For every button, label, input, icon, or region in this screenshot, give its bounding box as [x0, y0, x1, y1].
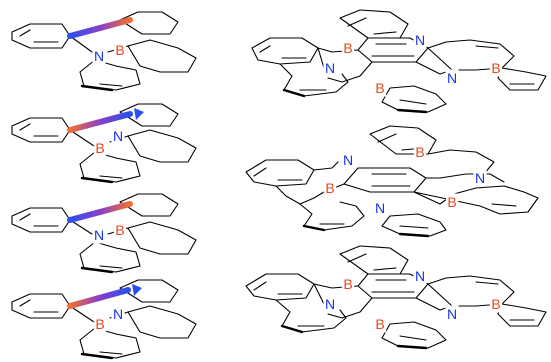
nitrogen-label: N	[415, 32, 425, 48]
atom-label-mask	[413, 143, 427, 161]
atom-label-mask	[373, 199, 387, 217]
nitrogen-label: N	[113, 128, 123, 144]
transfer-arrow-2	[67, 111, 133, 133]
boron-label: B	[325, 180, 334, 196]
atom-label-mask	[92, 226, 106, 244]
atom-label-mask	[373, 315, 387, 333]
transfer-arrowhead-4	[132, 284, 142, 296]
fragment-3: N B	[11, 193, 197, 274]
atom-label-mask	[93, 315, 107, 333]
atom-label-mask	[113, 221, 127, 239]
fused-molecule-1: B N N B N B	[251, 9, 547, 114]
boron-label: B	[115, 42, 124, 58]
nitrogen-label: N	[343, 152, 353, 168]
atom-label-mask	[413, 31, 427, 49]
atom-label-mask	[373, 79, 387, 97]
boron-label: B	[343, 276, 352, 292]
atom-label-mask	[323, 59, 337, 77]
boron-label: B	[115, 222, 124, 238]
nitrogen-label: N	[375, 200, 385, 216]
atom-label-mask	[323, 295, 337, 313]
transfer-arrow-4	[67, 287, 131, 309]
boron-label: B	[95, 140, 104, 156]
boron-label: B	[375, 316, 384, 332]
boron-label: B	[375, 80, 384, 96]
boron-label: B	[491, 296, 500, 312]
transfer-arrow-3	[67, 201, 133, 223]
atom-label-mask	[489, 59, 503, 77]
nitrogen-label: N	[325, 60, 335, 76]
nitrogen-label: N	[447, 70, 457, 86]
atom-label-mask	[111, 127, 125, 145]
atom-label-mask	[323, 179, 337, 197]
atom-label-mask	[93, 139, 107, 157]
boron-label: B	[415, 144, 424, 160]
atom-label-mask	[413, 267, 427, 285]
boron-label: B	[491, 60, 500, 76]
fused-molecule-3: B N N B N B	[245, 245, 547, 350]
fragment-2: B N	[11, 103, 197, 184]
atom-label-mask	[473, 169, 487, 187]
boron-label: B	[343, 40, 352, 56]
nitrogen-label: N	[325, 296, 335, 312]
atom-label-mask	[489, 295, 503, 313]
fragment-4: B N	[11, 279, 197, 360]
atom-label-mask	[445, 193, 459, 211]
nitrogen-label: N	[415, 268, 425, 284]
boron-label: B	[447, 194, 456, 210]
atom-label-mask	[341, 151, 355, 169]
atom-label-mask	[445, 69, 459, 87]
fused-molecule-2: N B B N B N	[245, 125, 539, 238]
nitrogen-label: N	[475, 170, 485, 186]
atom-label-mask	[113, 41, 127, 59]
atom-label-mask	[341, 275, 355, 293]
nitrogen-label: N	[94, 48, 104, 64]
nitrogen-label: N	[94, 227, 104, 243]
atom-label-mask	[111, 305, 125, 323]
atom-label-mask	[341, 39, 355, 57]
boron-label: B	[95, 316, 104, 332]
nitrogen-label: N	[447, 306, 457, 322]
nitrogen-label: N	[113, 306, 123, 322]
transfer-arrowhead-2	[134, 108, 144, 120]
transfer-arrow-1	[67, 17, 133, 39]
atom-label-mask	[445, 305, 459, 323]
atom-label-mask	[92, 47, 106, 65]
fragment-1: N B	[11, 11, 197, 92]
